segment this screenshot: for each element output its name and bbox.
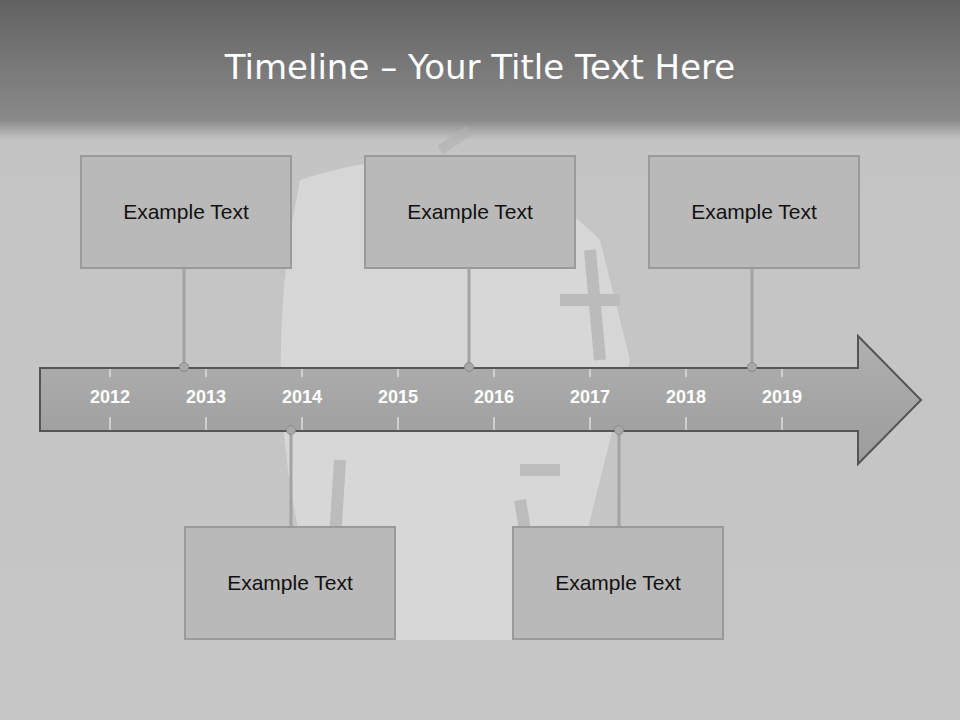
slide-title: Timeline – Your Title Text Here: [0, 40, 960, 94]
box-text: Example Text: [691, 200, 817, 224]
year-label: 2015: [378, 387, 418, 408]
timeline-box: Example Text: [648, 155, 860, 269]
year-label: 2019: [762, 387, 802, 408]
timeline-box: Example Text: [364, 155, 576, 269]
year-label: 2012: [90, 387, 130, 408]
box-text: Example Text: [555, 571, 681, 595]
box-text: Example Text: [407, 200, 533, 224]
year-ticks: [110, 369, 782, 430]
year-label: 2018: [666, 387, 706, 408]
timeline-arrow: [40, 336, 921, 464]
timeline-box: Example Text: [184, 526, 396, 640]
box-text: Example Text: [227, 571, 353, 595]
leader-dots: [180, 363, 757, 435]
timeline-box: Example Text: [80, 155, 292, 269]
year-label: 2017: [570, 387, 610, 408]
box-text: Example Text: [123, 200, 249, 224]
year-label: 2013: [186, 387, 226, 408]
year-label: 2016: [474, 387, 514, 408]
year-label: 2014: [282, 387, 322, 408]
timeline-box: Example Text: [512, 526, 724, 640]
